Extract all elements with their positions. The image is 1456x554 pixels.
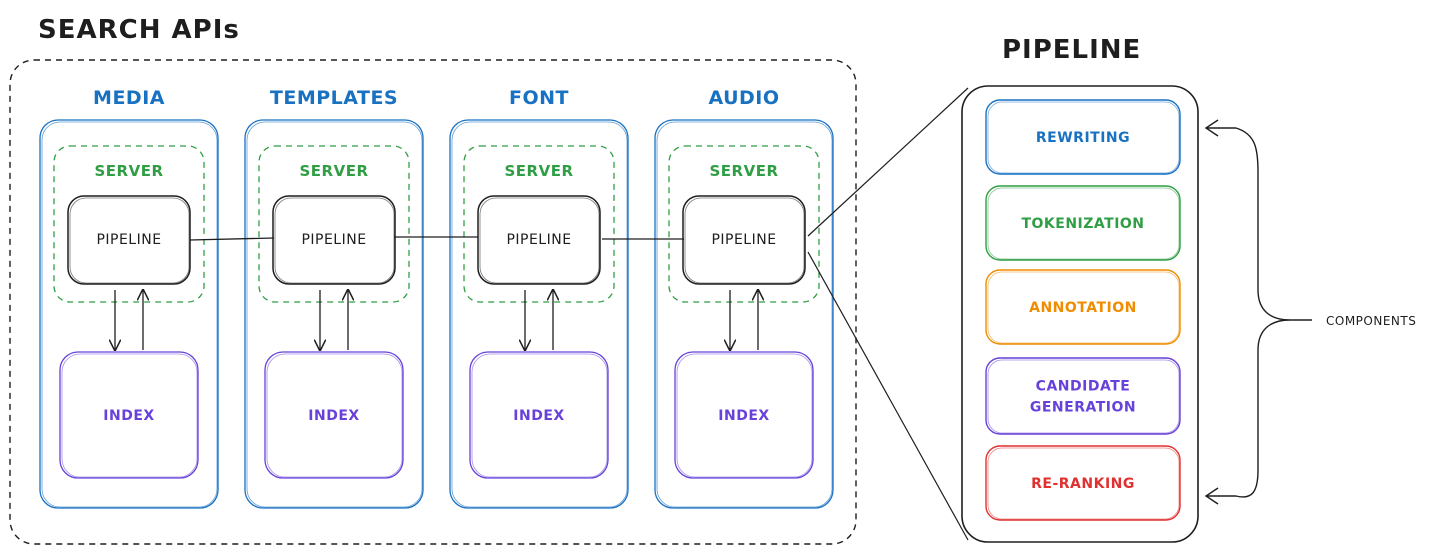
component-box [985, 99, 1181, 175]
index-box-sketch [471, 353, 608, 478]
component-box [985, 185, 1181, 261]
components-brace [1235, 127, 1291, 498]
service-label: MEDIA [93, 87, 165, 109]
index-label: INDEX [103, 408, 154, 424]
index-box [674, 351, 814, 479]
server-box [463, 145, 615, 303]
pipeline-box [272, 195, 396, 285]
component-box [985, 357, 1181, 435]
component-label: CANDIDATE [1036, 379, 1131, 395]
index-box-sketch [266, 353, 403, 478]
service-box [39, 119, 219, 509]
index-label: INDEX [308, 408, 359, 424]
zoom-line-bottom [807, 251, 969, 541]
component-label: TOKENIZATION [1021, 216, 1144, 232]
pipeline-label: PIPELINE [301, 232, 366, 248]
component-label: REWRITING [1036, 130, 1130, 146]
service-box [449, 119, 629, 509]
server-box [258, 145, 410, 303]
component-re-ranking: RE-RANKING [985, 445, 1181, 521]
service-box-sketch [451, 121, 628, 508]
service-audio: AUDIO SERVER PIPELINE INDEX [654, 87, 834, 509]
service-label: TEMPLATES [270, 87, 398, 109]
index-box [59, 351, 199, 479]
component-label: GENERATION [1030, 400, 1136, 416]
pipeline-box [682, 195, 806, 285]
pipeline-title: PIPELINE [1002, 35, 1141, 65]
zoom-line-top [807, 87, 969, 237]
services-layer: MEDIA SERVER PIPELINE INDEX TEMPLATES SERVER P… [39, 87, 834, 509]
service-box [244, 119, 424, 509]
pipeline-connectors [189, 236, 684, 241]
service-box-sketch [41, 121, 218, 508]
pipeline-box-sketch [69, 197, 190, 284]
component-candidate-generation: CANDIDATE GENERATION [985, 357, 1181, 435]
pipeline-box-sketch [274, 197, 395, 284]
component-box-sketch [987, 359, 1180, 434]
service-templates: TEMPLATES SERVER PIPELINE INDEX [244, 87, 424, 509]
service-label: AUDIO [708, 87, 779, 109]
search-apis-title: SEARCH APIs [38, 15, 240, 45]
component-box-sketch [987, 187, 1180, 260]
index-label: INDEX [513, 408, 564, 424]
component-box [985, 269, 1181, 345]
component-label: ANNOTATION [1029, 300, 1137, 316]
zoom-lines [807, 87, 969, 541]
server-label: SERVER [709, 162, 778, 180]
pipeline-label: PIPELINE [711, 232, 776, 248]
pipeline-box-sketch [684, 197, 805, 284]
service-media: MEDIA SERVER PIPELINE INDEX [39, 87, 219, 509]
index-box [469, 351, 609, 479]
server-label: SERVER [94, 162, 163, 180]
index-label: INDEX [718, 408, 769, 424]
component-rewriting: REWRITING [985, 99, 1181, 175]
server-box [53, 145, 205, 303]
pipeline-detail-box [961, 85, 1199, 543]
service-label: FONT [509, 87, 569, 109]
index-box-sketch [676, 353, 813, 478]
index-box [264, 351, 404, 479]
connector-media-templates [189, 237, 275, 241]
component-box-sketch [987, 271, 1180, 344]
service-box [654, 119, 834, 509]
components-layer: REWRITING TOKENIZATION ANNOTATION CANDIDATE… [985, 99, 1181, 521]
component-label: RE-RANKING [1031, 476, 1135, 492]
server-label: SERVER [504, 162, 573, 180]
component-tokenization: TOKENIZATION [985, 185, 1181, 261]
pipeline-box [477, 195, 601, 285]
components-label: COMPONENTS [1326, 314, 1416, 328]
pipeline-label: PIPELINE [506, 232, 571, 248]
service-font: FONT SERVER PIPELINE INDEX [449, 87, 629, 509]
search-apis-group [9, 59, 857, 545]
server-label: SERVER [299, 162, 368, 180]
component-box [985, 445, 1181, 521]
component-box-sketch [987, 447, 1180, 520]
component-annotation: ANNOTATION [985, 269, 1181, 345]
service-box-sketch [656, 121, 833, 508]
pipeline-box-sketch [479, 197, 600, 284]
index-box-sketch [61, 353, 198, 478]
service-box-sketch [246, 121, 423, 508]
server-box [668, 145, 820, 303]
pipeline-label: PIPELINE [96, 232, 161, 248]
component-box-sketch [987, 101, 1180, 174]
